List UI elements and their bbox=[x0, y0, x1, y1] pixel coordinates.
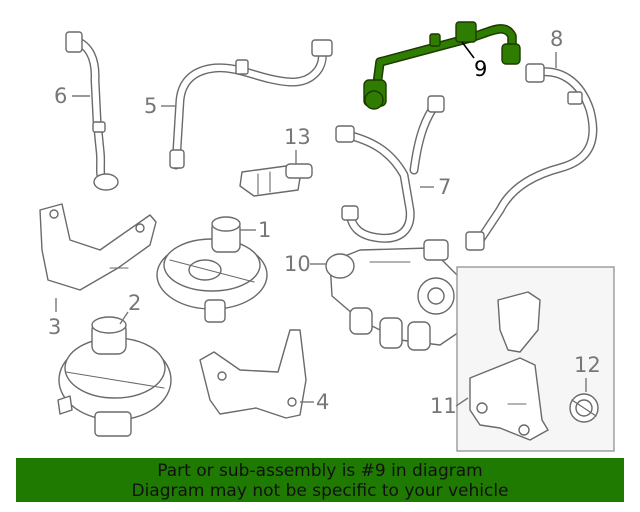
callout-5: 5 bbox=[144, 94, 176, 118]
callout-9: 9 bbox=[461, 41, 487, 81]
part-8-hose[interactable] bbox=[465, 63, 598, 251]
callout-8: 8 bbox=[550, 27, 563, 68]
part-1-pump[interactable] bbox=[156, 216, 268, 323]
callout-4: 4 bbox=[300, 390, 329, 414]
part-5-hose[interactable] bbox=[169, 39, 333, 170]
callout-10: 10 bbox=[284, 252, 326, 276]
part-4-bracket[interactable] bbox=[199, 329, 307, 419]
svg-text:4: 4 bbox=[316, 390, 329, 414]
svg-text:2: 2 bbox=[128, 291, 141, 315]
info-banner: Part or sub-assembly is #9 in diagram Di… bbox=[16, 458, 624, 502]
banner-line-1: Part or sub-assembly is #9 in diagram bbox=[157, 461, 483, 481]
callout-3: 3 bbox=[48, 298, 61, 339]
part-3-bracket[interactable] bbox=[39, 203, 157, 291]
exploded-parts-diagram: 1 2 3 4 5 6 7 8 9 10 11 12 bbox=[39, 21, 615, 452]
svg-text:11: 11 bbox=[430, 394, 457, 418]
inset-box-parts-11-12 bbox=[456, 266, 615, 452]
callout-2: 2 bbox=[119, 291, 141, 325]
callout-12: 12 bbox=[574, 353, 601, 392]
part-11-bracket[interactable] bbox=[469, 291, 549, 441]
svg-text:9: 9 bbox=[474, 57, 487, 81]
svg-text:8: 8 bbox=[550, 27, 563, 51]
callout-6: 6 bbox=[54, 84, 90, 108]
part-10-housing[interactable] bbox=[325, 239, 463, 351]
part-2-pump[interactable] bbox=[57, 316, 172, 437]
part-7-hose[interactable] bbox=[335, 95, 445, 243]
svg-text:10: 10 bbox=[284, 252, 311, 276]
callout-11: 11 bbox=[430, 394, 469, 418]
svg-text:1: 1 bbox=[258, 218, 271, 242]
svg-text:6: 6 bbox=[54, 84, 67, 108]
part-6-hose[interactable] bbox=[65, 31, 119, 191]
callout-1: 1 bbox=[240, 218, 271, 242]
part-12-cap[interactable] bbox=[569, 393, 599, 423]
banner-line-2: Diagram may not be specific to your vehi… bbox=[131, 481, 509, 501]
part-13-sensor[interactable] bbox=[239, 163, 313, 197]
svg-text:5: 5 bbox=[144, 94, 157, 118]
callout-13: 13 bbox=[284, 125, 311, 164]
svg-text:3: 3 bbox=[48, 315, 61, 339]
part-9-hose-highlighted[interactable] bbox=[363, 21, 521, 110]
callout-7: 7 bbox=[420, 175, 451, 199]
svg-text:13: 13 bbox=[284, 125, 311, 149]
svg-text:7: 7 bbox=[438, 175, 451, 199]
svg-text:12: 12 bbox=[574, 353, 601, 377]
